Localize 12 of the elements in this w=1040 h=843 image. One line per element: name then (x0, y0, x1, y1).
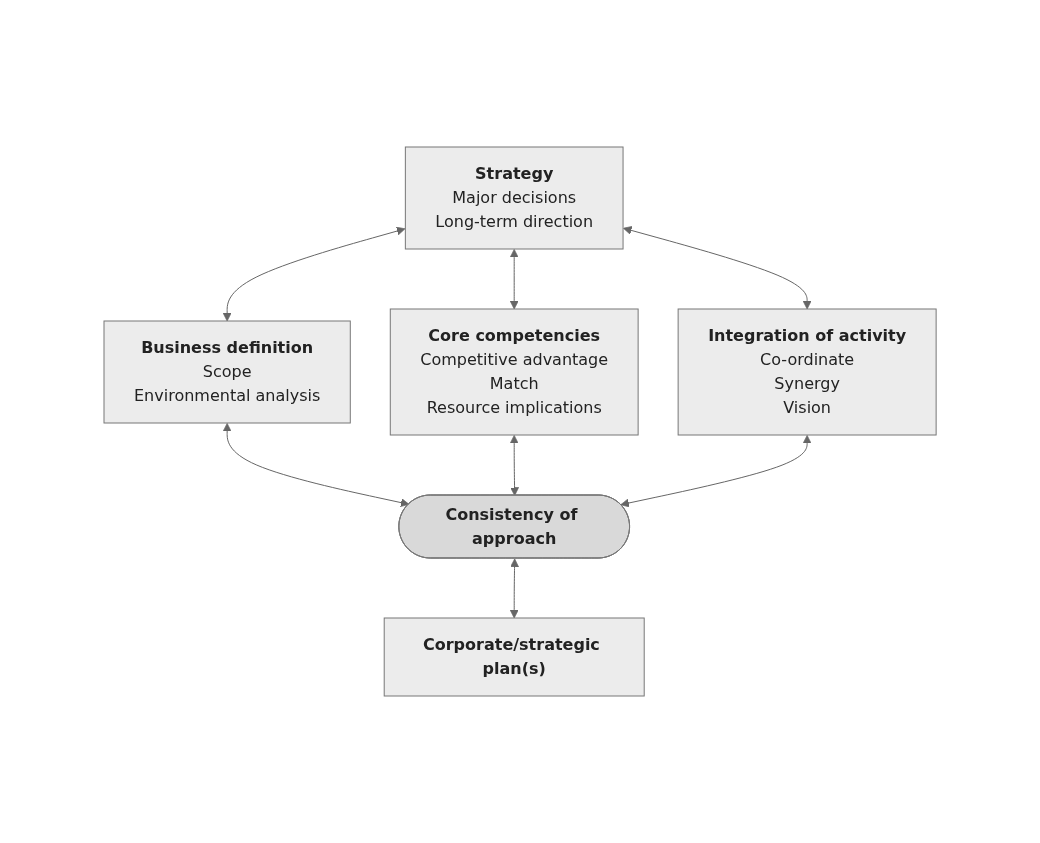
arrow (620, 435, 812, 508)
arrow (509, 249, 519, 310)
arrow (222, 226, 406, 322)
node-box (103, 320, 351, 424)
arrow (222, 423, 410, 507)
arrow (623, 226, 812, 310)
arrow (509, 435, 519, 496)
node-box (404, 146, 624, 250)
node-box (389, 308, 639, 436)
node-box (383, 617, 645, 697)
arrow (509, 558, 519, 619)
node-box (677, 308, 937, 436)
